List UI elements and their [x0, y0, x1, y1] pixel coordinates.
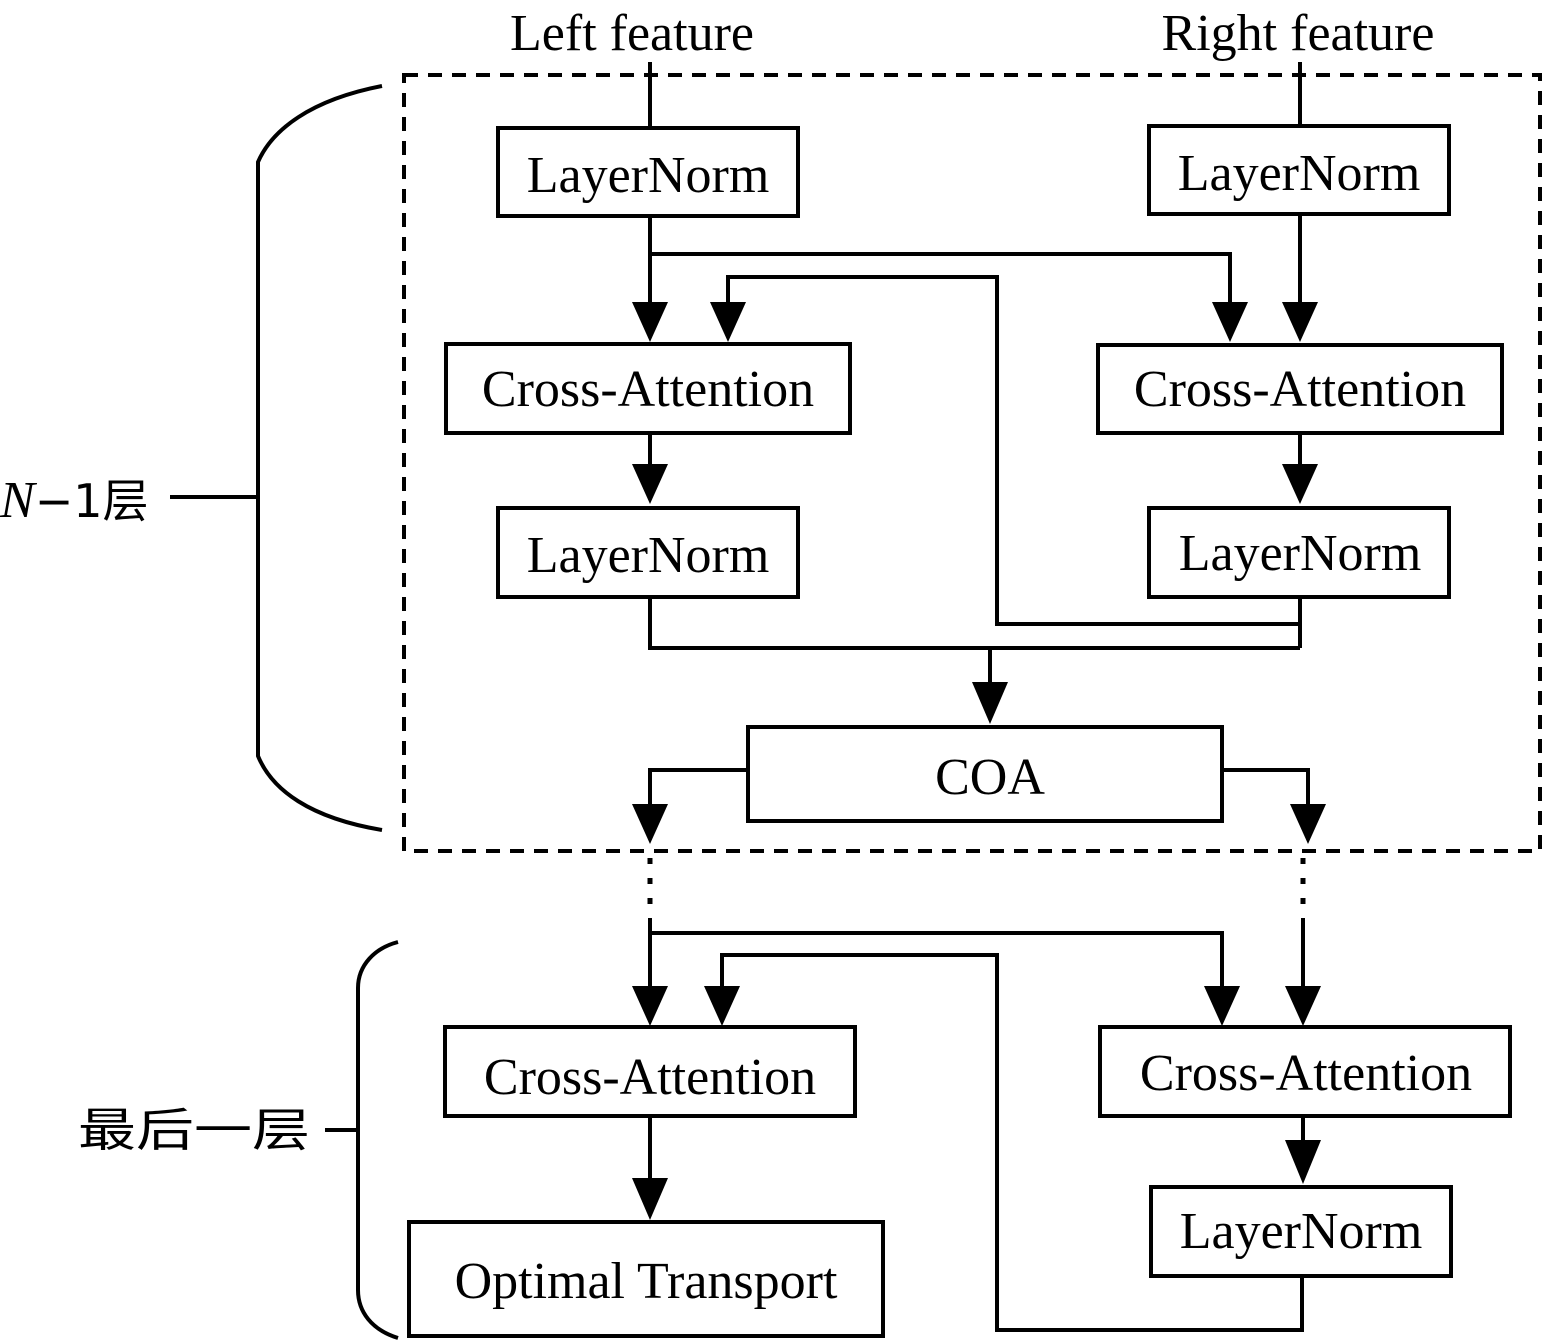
arrow-head: [1282, 464, 1318, 504]
n-minus-1-suffix: −1层: [35, 474, 149, 528]
layernorm-left-1-label: LayerNorm: [527, 147, 770, 204]
cross-attention-left-last-label: Cross-Attention: [484, 1049, 816, 1106]
layernorm-left-2: [496, 506, 800, 599]
coa-block: [746, 725, 1224, 823]
last-left-to-right-ca-wire: [650, 931, 1224, 990]
optimal-transport-block: [407, 1220, 885, 1338]
arrow-head: [632, 302, 668, 342]
arrow-head: [1204, 986, 1240, 1026]
n-variable: N: [0, 472, 38, 529]
arrow-head: [1290, 804, 1326, 844]
merge-wire: [648, 597, 1300, 650]
layernorm-right-2: [1147, 506, 1451, 599]
layernorm-left-1: [496, 126, 800, 218]
arrow-head: [632, 1178, 668, 1220]
cross-attention-right-1: [1096, 343, 1504, 435]
layernorm-right-last-label: LayerNorm: [1180, 1203, 1423, 1260]
right-feature-label: Right feature: [1162, 5, 1435, 62]
layernorm-right-last: [1149, 1185, 1453, 1278]
right-to-left-ca-wire: [726, 275, 1300, 626]
cross-attention-right-1-label: Cross-Attention: [1134, 361, 1466, 418]
last-right-to-left-ca-wire: [720, 953, 1304, 1332]
arrow-head: [710, 302, 746, 342]
arrow-head: [632, 464, 668, 504]
arrow-head: [1282, 302, 1318, 342]
layernorm-right-1-label: LayerNorm: [1178, 145, 1421, 202]
coa-block-label: COA: [935, 749, 1045, 806]
cross-attention-left-last: [443, 1025, 857, 1118]
n-minus-1-brace: [256, 84, 383, 832]
n-minus-1-layer-region: [402, 73, 1542, 853]
coa-left-output-wire: [648, 768, 748, 808]
left-to-right-ca-wire: [650, 252, 1232, 306]
cross-attention-left-1-label: Cross-Attention: [482, 361, 814, 418]
arrow-head: [632, 804, 668, 844]
last-layer-label: 最后一层: [78, 1103, 310, 1157]
cross-attention-right-last: [1098, 1025, 1512, 1118]
cross-attention-right-last-label: Cross-Attention: [1140, 1045, 1472, 1102]
n-minus-1-layer-label: N−1层: [0, 472, 149, 529]
arrow-head: [632, 986, 668, 1026]
last-layer-brace: [356, 940, 399, 1340]
arrow-head: [704, 986, 740, 1026]
coa-right-output-wire: [1222, 768, 1310, 808]
arrow-head: [1212, 302, 1248, 342]
optimal-transport-label: Optimal Transport: [455, 1253, 838, 1310]
arrow-head: [1285, 986, 1321, 1026]
layernorm-left-2-label: LayerNorm: [527, 527, 770, 584]
arrow-head: [1285, 1140, 1321, 1184]
layernorm-right-2-label: LayerNorm: [1179, 525, 1422, 582]
arrow-head: [972, 682, 1008, 724]
left-feature-label: Left feature: [510, 5, 754, 62]
